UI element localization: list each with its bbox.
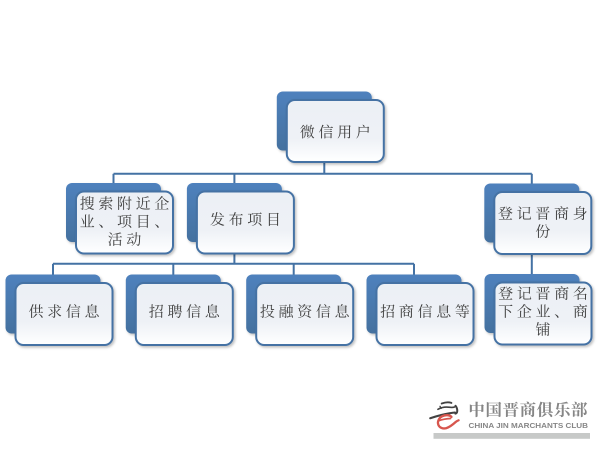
svg-text:CHINA JIN MARCHANTS CLUB: CHINA JIN MARCHANTS CLUB (469, 421, 589, 430)
